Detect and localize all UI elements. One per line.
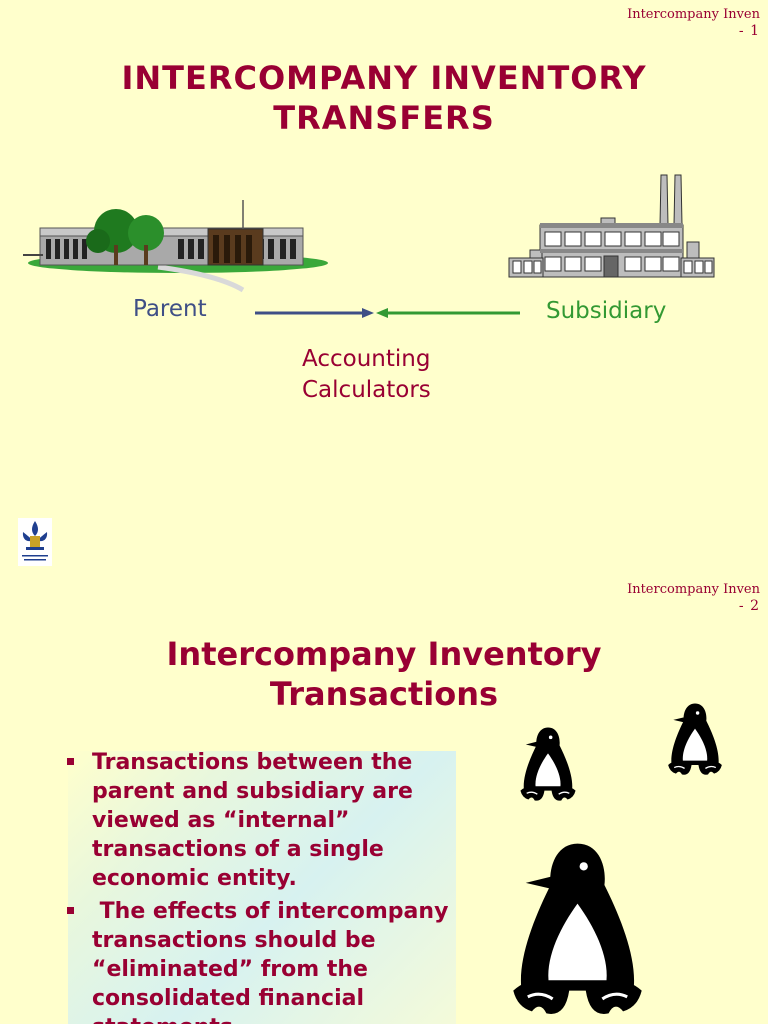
slide-title-line-1: Intercompany Inventory <box>166 635 602 673</box>
bullet-item: The effects of intercompany transactions… <box>64 897 464 1024</box>
slide-title-line-2: TRANSFERS <box>273 99 495 137</box>
bullet-marker-icon <box>67 758 74 765</box>
accounting-calculators-label: Accounting Calculators <box>302 344 431 406</box>
header-title: Intercompany Inven <box>627 582 760 597</box>
page-number: - 2 <box>738 598 760 614</box>
flow-arrows <box>255 308 520 318</box>
bullet-marker-icon <box>67 907 74 914</box>
slide-title-line-2: Transactions <box>269 675 499 713</box>
office-building-icon <box>23 200 328 293</box>
penguin-icon <box>668 703 722 775</box>
bullet-text: The effects of intercompany transactions… <box>92 899 449 1024</box>
accounting-line-1: Accounting <box>302 346 431 372</box>
header-title: Intercompany Inven <box>627 7 760 22</box>
slide-header: Intercompany Inven - 2 <box>627 581 760 615</box>
bullet-text: Transactions between the parent and subs… <box>92 750 413 891</box>
parent-label: Parent <box>133 296 207 322</box>
slide-title: Intercompany Inventory Transactions <box>0 634 768 714</box>
bullet-list: Transactions between the parent and subs… <box>64 748 464 1024</box>
slide-title: INTERCOMPANY INVENTORY TRANSFERS <box>0 58 768 138</box>
slide-title-line-1: INTERCOMPANY INVENTORY <box>121 59 647 97</box>
slide-1: Intercompany Inven - 1 INTERCOMPANY INVE… <box>0 6 768 566</box>
university-logo-icon <box>18 518 52 566</box>
bullet-highlight-background <box>68 751 456 1024</box>
parent-arrowhead-icon <box>362 308 374 318</box>
page-number: - 1 <box>738 23 760 39</box>
slide-header: Intercompany Inven - 1 <box>627 6 760 40</box>
subsidiary-arrowhead-icon <box>376 308 388 318</box>
subsidiary-label: Subsidiary <box>546 298 667 324</box>
penguin-icon <box>513 843 642 1014</box>
bullet-item: Transactions between the parent and subs… <box>64 748 464 893</box>
accounting-line-2: Calculators <box>302 377 431 403</box>
slide-2: Intercompany Inven - 2 Intercompany Inve… <box>0 576 768 1024</box>
factory-icon <box>508 174 715 278</box>
penguin-icon <box>520 727 576 801</box>
